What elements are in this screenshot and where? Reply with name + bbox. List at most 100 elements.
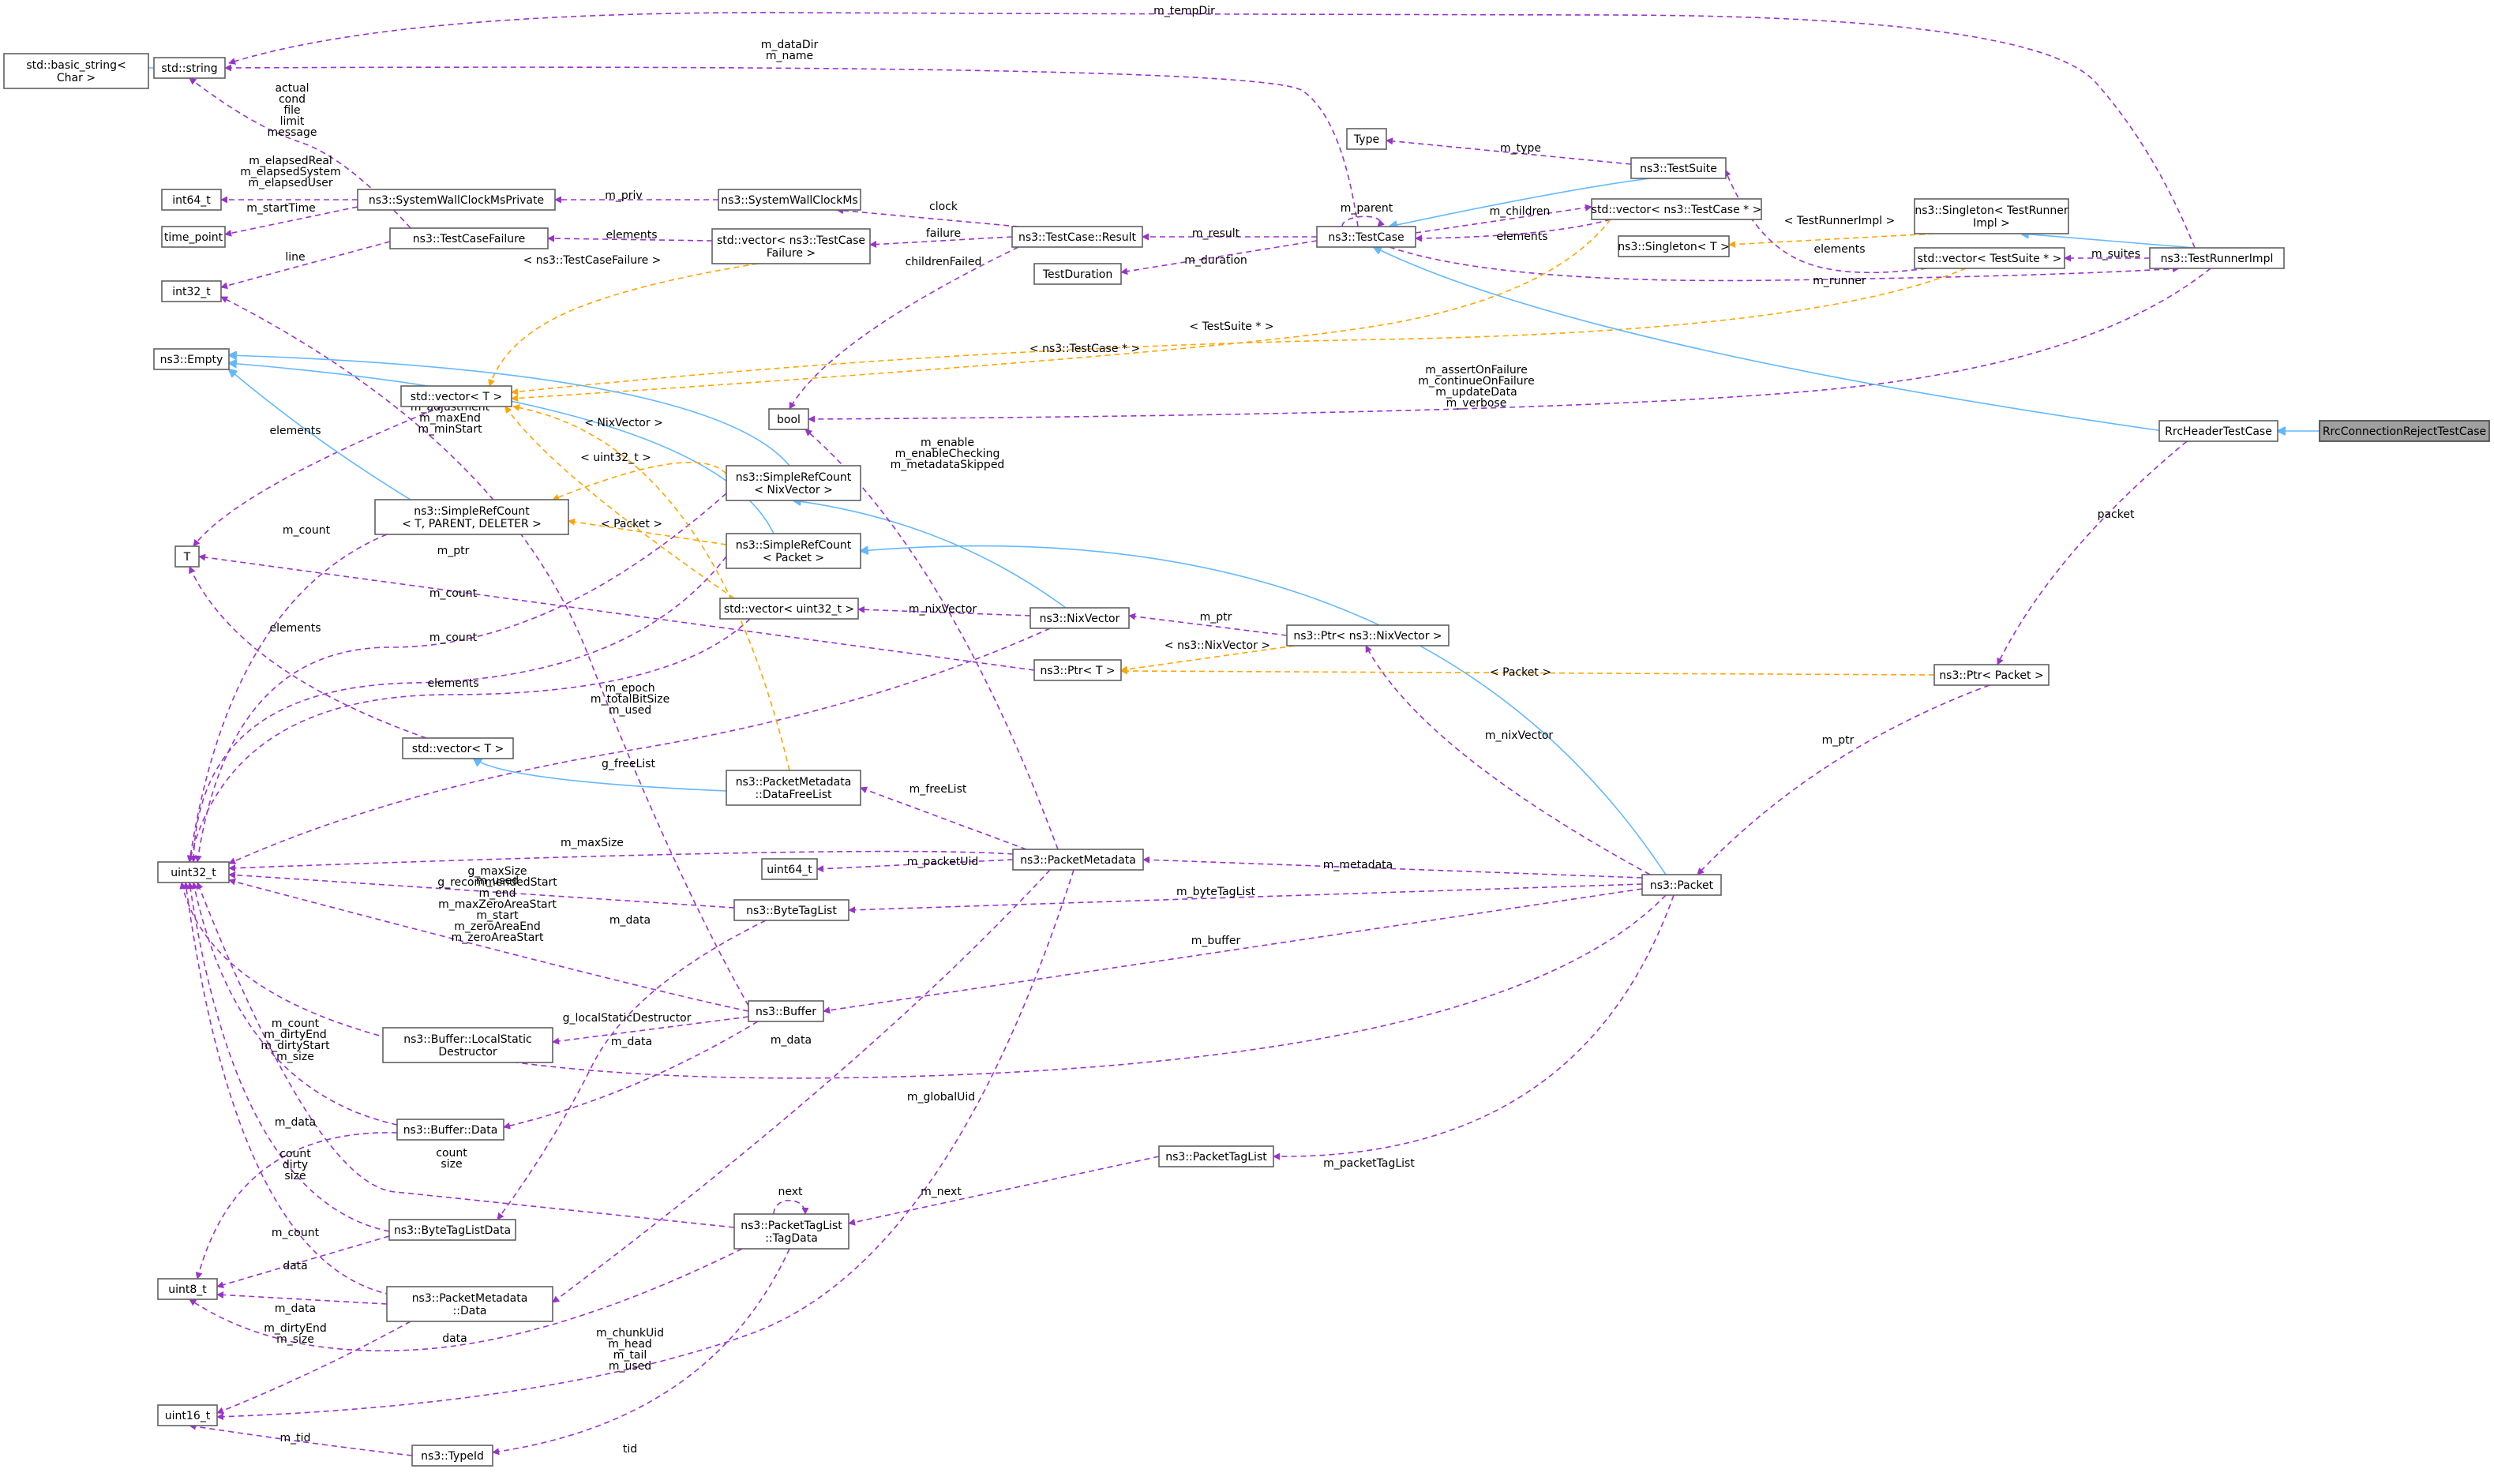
node-ptlTD[interactable]: ns3::PacketTagList::TagData [733,1213,849,1250]
node-vecU32[interactable]: std::vector< uint32_t > [719,598,859,620]
node-packet[interactable]: ns3::Packet [1641,874,1722,896]
node-box [733,1213,849,1250]
edge-tcr-to-swc [836,207,1019,227]
node-ptl[interactable]: ns3::PacketTagList [1158,1145,1274,1167]
edge-ptrNix-to-nixVec [1128,613,1288,636]
node-uint16[interactable]: uint16_t [157,1404,218,1426]
edge-pm-to-uint16 [216,869,1074,1421]
node-box [1011,226,1143,248]
node-pmData[interactable]: ns3::PacketMetadata::Data [386,1286,553,1322]
node-time_point[interactable]: time_point [161,226,226,248]
edge-label-buffer-to-bufLSD: g_localStaticDestructor [563,1012,692,1025]
node-rcrtc[interactable]: RrcConnectionRejectTestCase [2319,420,2490,442]
node-box [1158,1145,1274,1167]
node-ptrT[interactable]: ns3::Ptr< T > [1033,659,1122,681]
node-vecTS[interactable]: std::vector< TestSuite * > [1914,247,2065,269]
node-uint64[interactable]: uint64_t [761,858,818,880]
node-typeId[interactable]: ns3::TypeId [411,1445,493,1467]
node-vecT2[interactable]: std::vector< T > [402,737,514,759]
node-label: RrcHeaderTestCase [2165,425,2272,438]
node-label: uint64_t [767,864,812,876]
node-string[interactable]: std::string [153,57,226,79]
node-box [2158,420,2278,442]
node-T[interactable]: T [174,545,200,568]
node-box [718,189,861,211]
edge-swcp-to-time_point [224,206,358,237]
node-testSuite[interactable]: ns3::TestSuite [1630,157,1727,179]
node-int32[interactable]: int32_t [161,280,222,302]
edge-label-tcf-to-int32: line [285,251,305,264]
node-btl[interactable]: ns3::ByteTagList [733,899,849,921]
edge-btld-to-uint32 [186,882,390,1232]
edge-testSuite-to-type [1386,137,1632,165]
node-tcf[interactable]: ns3::TestCaseFailure [389,227,549,249]
node-srcPkt[interactable]: ns3::SimpleRefCount< Packet > [726,533,861,569]
node-label: ns3::TypeId [421,1450,484,1463]
node-label: ns3::Ptr< T > [1040,665,1115,677]
edge-pm-to-uint64 [816,859,1014,873]
node-box [157,1404,218,1426]
node-box [157,1278,218,1300]
node-label: ns3::SimpleRefCount< Packet > [736,539,852,564]
node-label: ns3::TestSuite [1640,163,1717,175]
edge-btl-to-btld [497,920,767,1220]
node-ptrNix[interactable]: ns3::Ptr< ns3::NixVector > [1286,624,1450,646]
node-srcNix[interactable]: ns3::SimpleRefCount< NixVector > [726,465,861,501]
node-srcTPD[interactable]: ns3::SimpleRefCount< T, PARENT, DELETER … [374,499,569,535]
node-bool[interactable]: bool [768,408,809,430]
node-buffer[interactable]: ns3::Buffer [748,1000,824,1022]
node-testCase[interactable]: ns3::TestCase [1316,226,1416,248]
edge-label-tri-to-string: m_tempDir [1153,5,1215,17]
edge-vecTC-to-vecT1 [511,219,1611,402]
edge-label-nixVec-to-vecU32: m_nixVector [909,603,977,616]
node-box [761,858,818,880]
node-pm[interactable]: ns3::PacketMetadata [1012,849,1144,871]
node-basic_string[interactable]: std::basic_string<Char > [3,53,149,89]
node-label: std::string [161,62,217,75]
edge-label-vecTC-to-vecT1: < ns3::TestCase * > [1029,343,1140,355]
edge-ptrNix-to-ptrT [1120,645,1296,673]
edge-label-packet-to-ptl: m_packetTagList [1323,1157,1415,1170]
node-empty[interactable]: ns3::Empty [153,348,230,370]
node-pmDFL[interactable]: ns3::PacketMetadata::DataFreeList [726,770,861,806]
node-label: uint8_t [168,1284,207,1296]
node-singT[interactable]: ns3::Singleton< T > [1618,235,1730,257]
node-box [411,1445,493,1467]
edge-pmData-to-uint32 [182,882,392,1295]
edge-vecTC-to-testCase [1415,219,1611,242]
node-bufData[interactable]: ns3::Buffer::Data [396,1119,504,1141]
edge-srcTPD-to-empty [229,369,411,500]
node-btld[interactable]: ns3::ByteTagListData [388,1219,516,1241]
node-uint8[interactable]: uint8_t [157,1278,218,1300]
node-int64[interactable]: int64_t [161,189,222,211]
node-box [396,1119,504,1141]
node-tri[interactable]: ns3::TestRunnerImpl [2149,247,2285,269]
node-type[interactable]: Type [1346,128,1387,150]
node-ptrPkt[interactable]: ns3::Ptr< Packet > [1933,664,2050,686]
node-testDur[interactable]: TestDuration [1033,263,1122,285]
node-box [2319,420,2490,442]
node-vecT1[interactable]: std::vector< T > [400,385,512,407]
node-label: ns3::PacketMetadata [1020,854,1136,867]
node-uint32[interactable]: uint32_t [157,861,230,883]
edge-ptlTD-to-typeId [492,1248,790,1456]
node-label: ns3::TestRunnerImpl [2161,253,2274,265]
node-rhtc[interactable]: RrcHeaderTestCase [2158,420,2278,442]
node-label: ns3::ByteTagList [746,905,837,917]
node-vecTC[interactable]: std::vector< ns3::TestCase * > [1591,198,1762,220]
edge-label-pmData-to-uint8: m_data [275,1302,316,1315]
node-label: ns3::Ptr< ns3::NixVector > [1293,630,1442,643]
node-label: int64_t [172,194,211,207]
node-label: ns3::Ptr< Packet > [1939,669,2043,682]
node-tcr[interactable]: ns3::TestCase::Result [1011,226,1143,248]
node-nixVec[interactable]: ns3::NixVector [1029,607,1130,629]
node-swcp[interactable]: ns3::SystemWallClockMsPrivate [357,189,556,211]
node-box [1316,226,1416,248]
node-label: Type [1353,133,1379,146]
node-swc[interactable]: ns3::SystemWallClockMs [718,189,861,211]
